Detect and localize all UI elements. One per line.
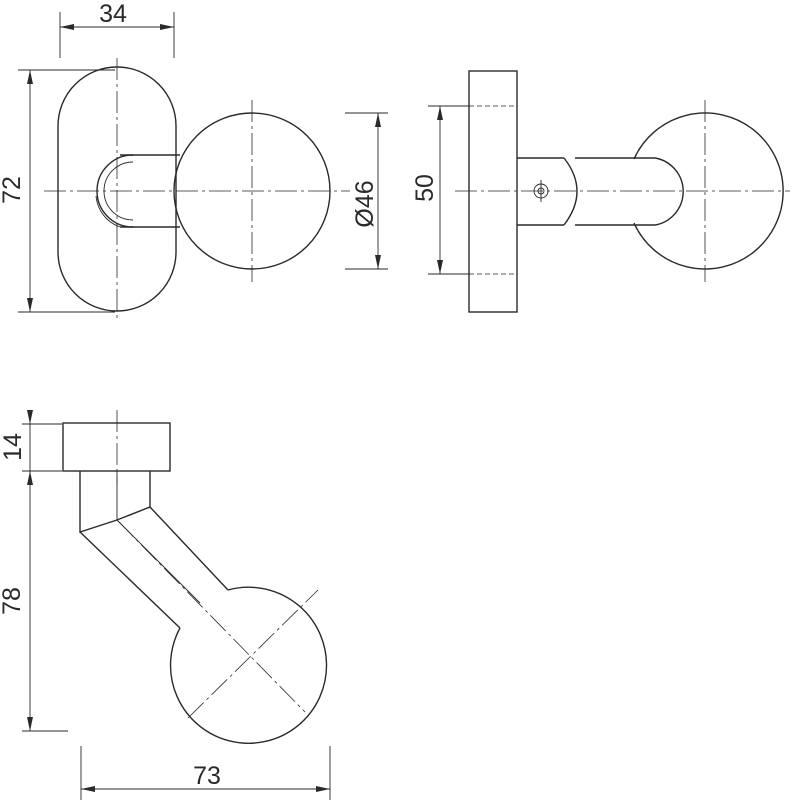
top-centerline-cross (187, 589, 319, 719)
top-rose (62, 422, 171, 472)
dim-knob-diameter: Ø46 (345, 112, 388, 270)
top-centerline-arm (117, 520, 306, 713)
side-shaft (575, 157, 684, 226)
oval-rose-plate (57, 66, 177, 312)
dim-height-side-label: 78 (0, 587, 26, 615)
dim-width-bottom: 73 (80, 746, 331, 800)
dim-height-rose-label: 72 (0, 176, 26, 204)
side-knob (633, 112, 784, 270)
side-neck (517, 157, 564, 226)
top-view (62, 410, 328, 744)
dim-rose-inner-label: 50 (411, 174, 439, 202)
dim-height-rose: 72 (0, 69, 115, 313)
top-knob (169, 586, 328, 744)
neck-inner-line (95, 195, 121, 228)
top-neck (79, 471, 151, 533)
dim-width-top: 34 (59, 0, 175, 58)
dim-rose-thickness: 14 (0, 410, 62, 485)
dim-width-bottom-label: 73 (193, 762, 221, 790)
dim-rose-inner: 50 (411, 105, 469, 275)
dim-height-side: 78 (0, 471, 68, 732)
dim-rose-thickness-label: 14 (0, 433, 27, 461)
top-angled-arm (79, 506, 229, 629)
dim-knob-diameter-label: Ø46 (351, 180, 379, 227)
front-view (44, 58, 350, 322)
dim-width-top-label: 34 (99, 0, 127, 28)
side-view (455, 70, 790, 313)
side-neck-collar (563, 157, 578, 226)
side-rose (468, 70, 518, 313)
